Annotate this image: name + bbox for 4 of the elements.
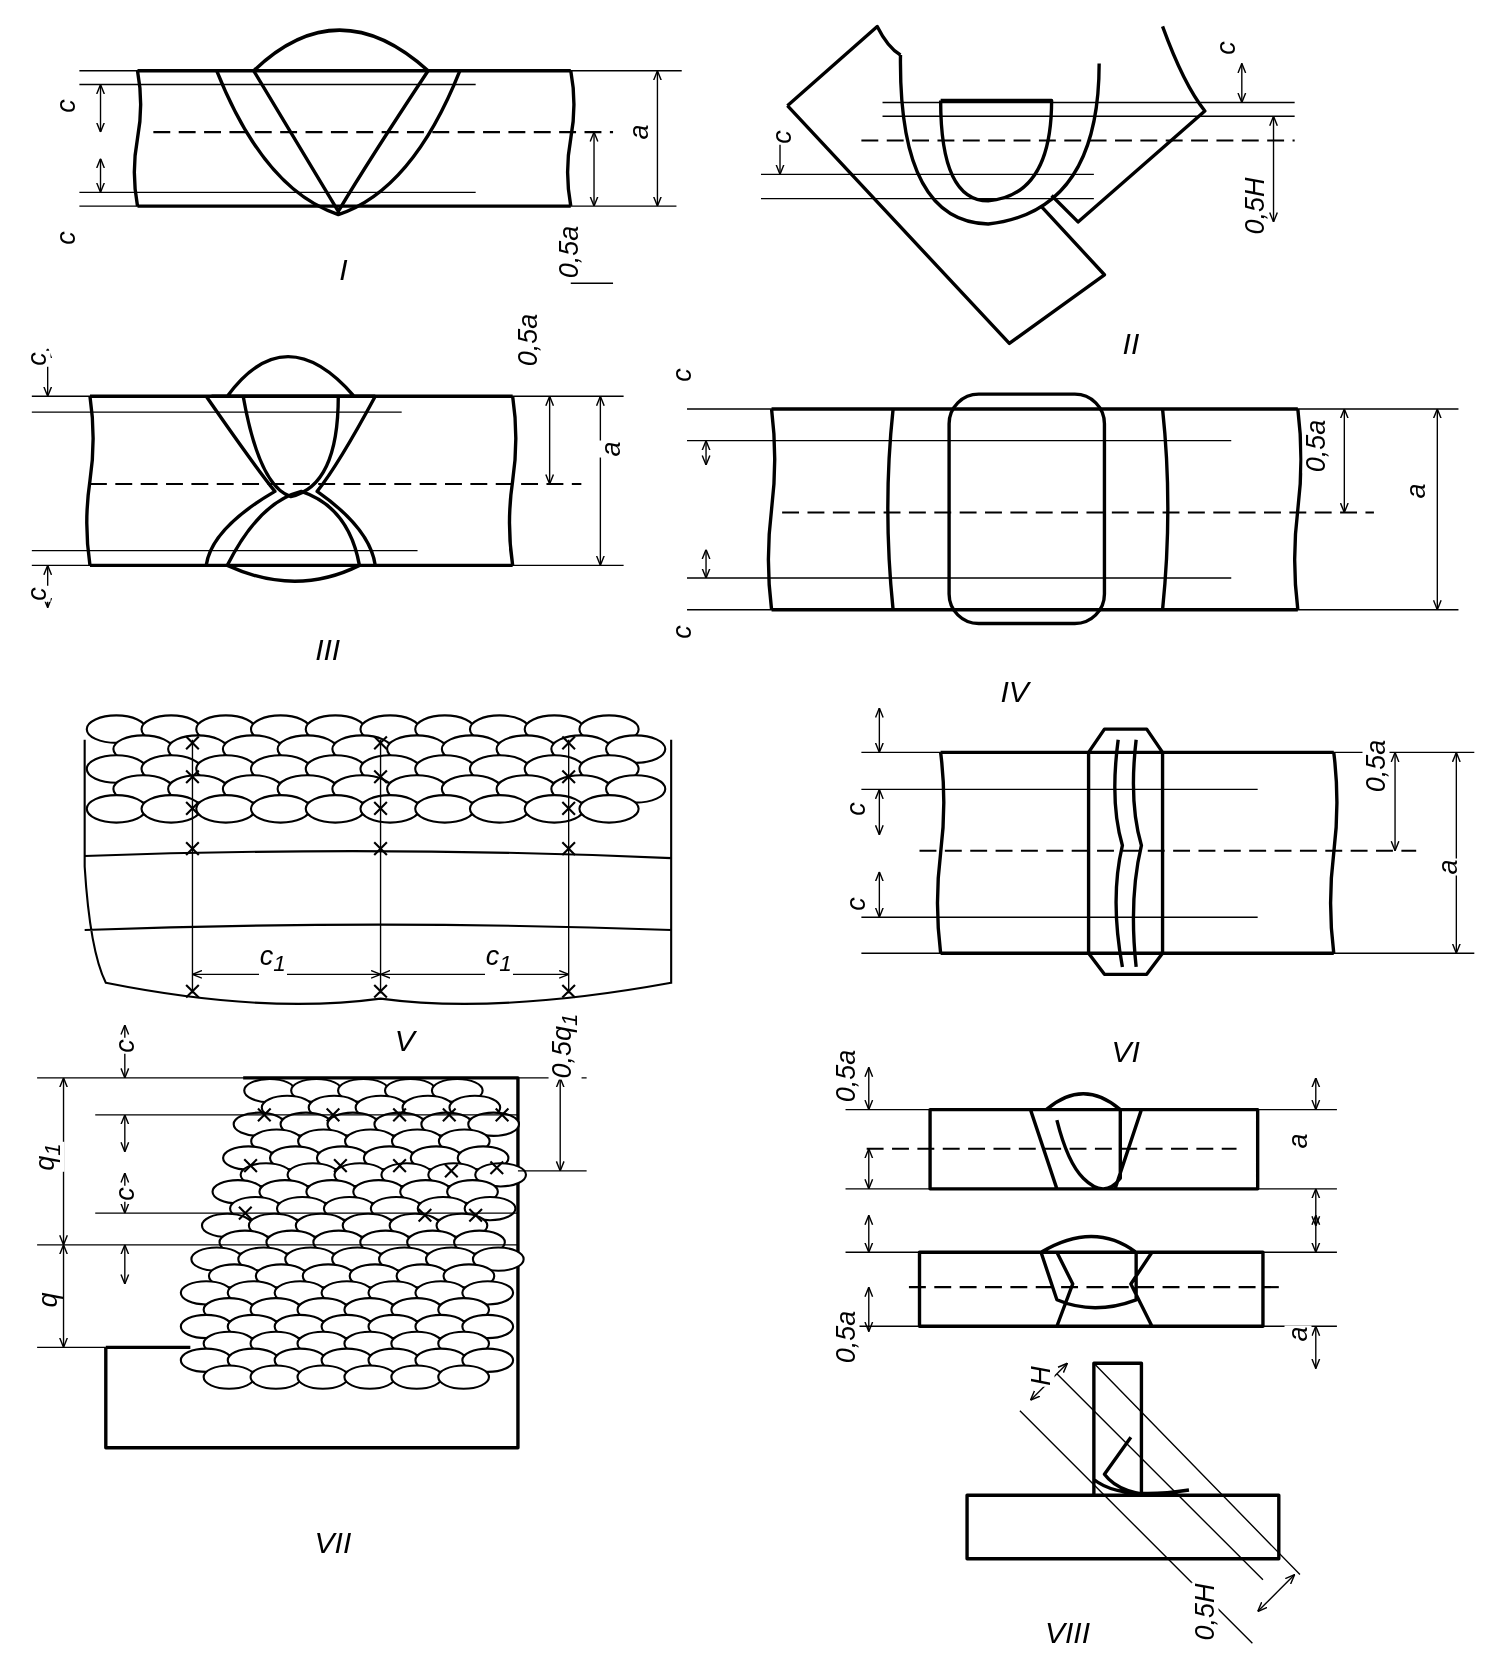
dimension-label: 0,5H: [1191, 1582, 1219, 1642]
dimension-label: 0,5a: [1302, 418, 1330, 474]
dimension-label: a: [1284, 1325, 1312, 1343]
dimension-label: 0,5a: [1362, 739, 1390, 794]
